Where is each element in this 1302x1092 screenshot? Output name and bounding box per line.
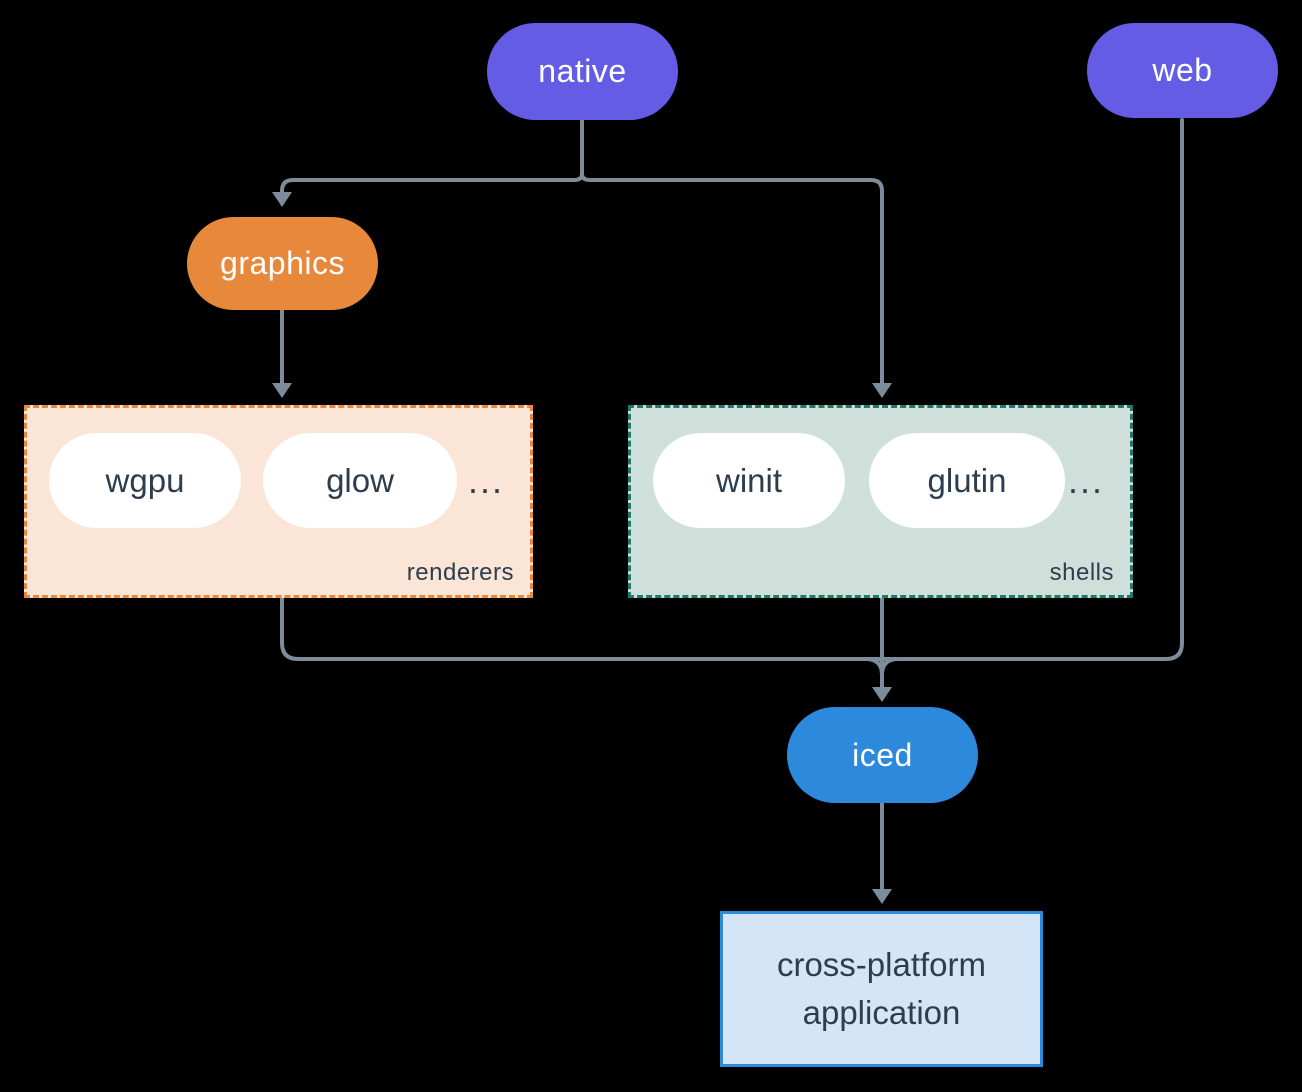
node-iced: iced [787,707,978,803]
edge-merge-fillet-left [864,657,884,677]
edge-merge-fillet-right [880,657,900,677]
arrowhead-into-app [872,889,892,904]
edge-renderers-web-merge [280,118,1184,661]
shells-ellipsis: ... [1067,460,1104,501]
node-cross-platform-application: cross-platform application [720,911,1043,1067]
arrowhead-into-iced [872,687,892,702]
arrowhead-into-graphics [272,192,292,207]
app-label-line-2: application [802,994,961,1031]
arrowhead-into-renderers [272,383,292,398]
group-renderers: wgpu glow ... renderers [24,405,533,598]
app-label-line-1: cross-platform [776,946,987,983]
node-glow: glow [263,433,457,528]
node-web-label: web [1152,52,1213,88]
node-glow-label: glow [326,461,394,499]
node-glutin: glutin [869,433,1065,528]
node-graphics: graphics [187,217,378,310]
node-iced-label: iced [852,736,913,773]
edge-native-to-graphics [280,118,584,195]
node-wgpu-label: wgpu [105,461,185,499]
renderers-ellipsis: ... [467,460,504,501]
node-winit-label: winit [715,461,783,499]
arrowhead-into-shells [872,383,892,398]
node-wgpu: wgpu [49,433,241,528]
node-native: native [487,23,678,120]
node-glutin-label: glutin [927,461,1007,499]
node-web: web [1087,23,1278,118]
shells-group-label: shells [1049,559,1114,586]
edge-native-to-shells [580,118,884,386]
renderers-group-label: renderers [406,559,514,586]
node-winit: winit [653,433,845,528]
node-graphics-label: graphics [220,245,345,281]
group-shells: winit glutin ... shells [628,405,1133,598]
node-native-label: native [538,53,627,89]
